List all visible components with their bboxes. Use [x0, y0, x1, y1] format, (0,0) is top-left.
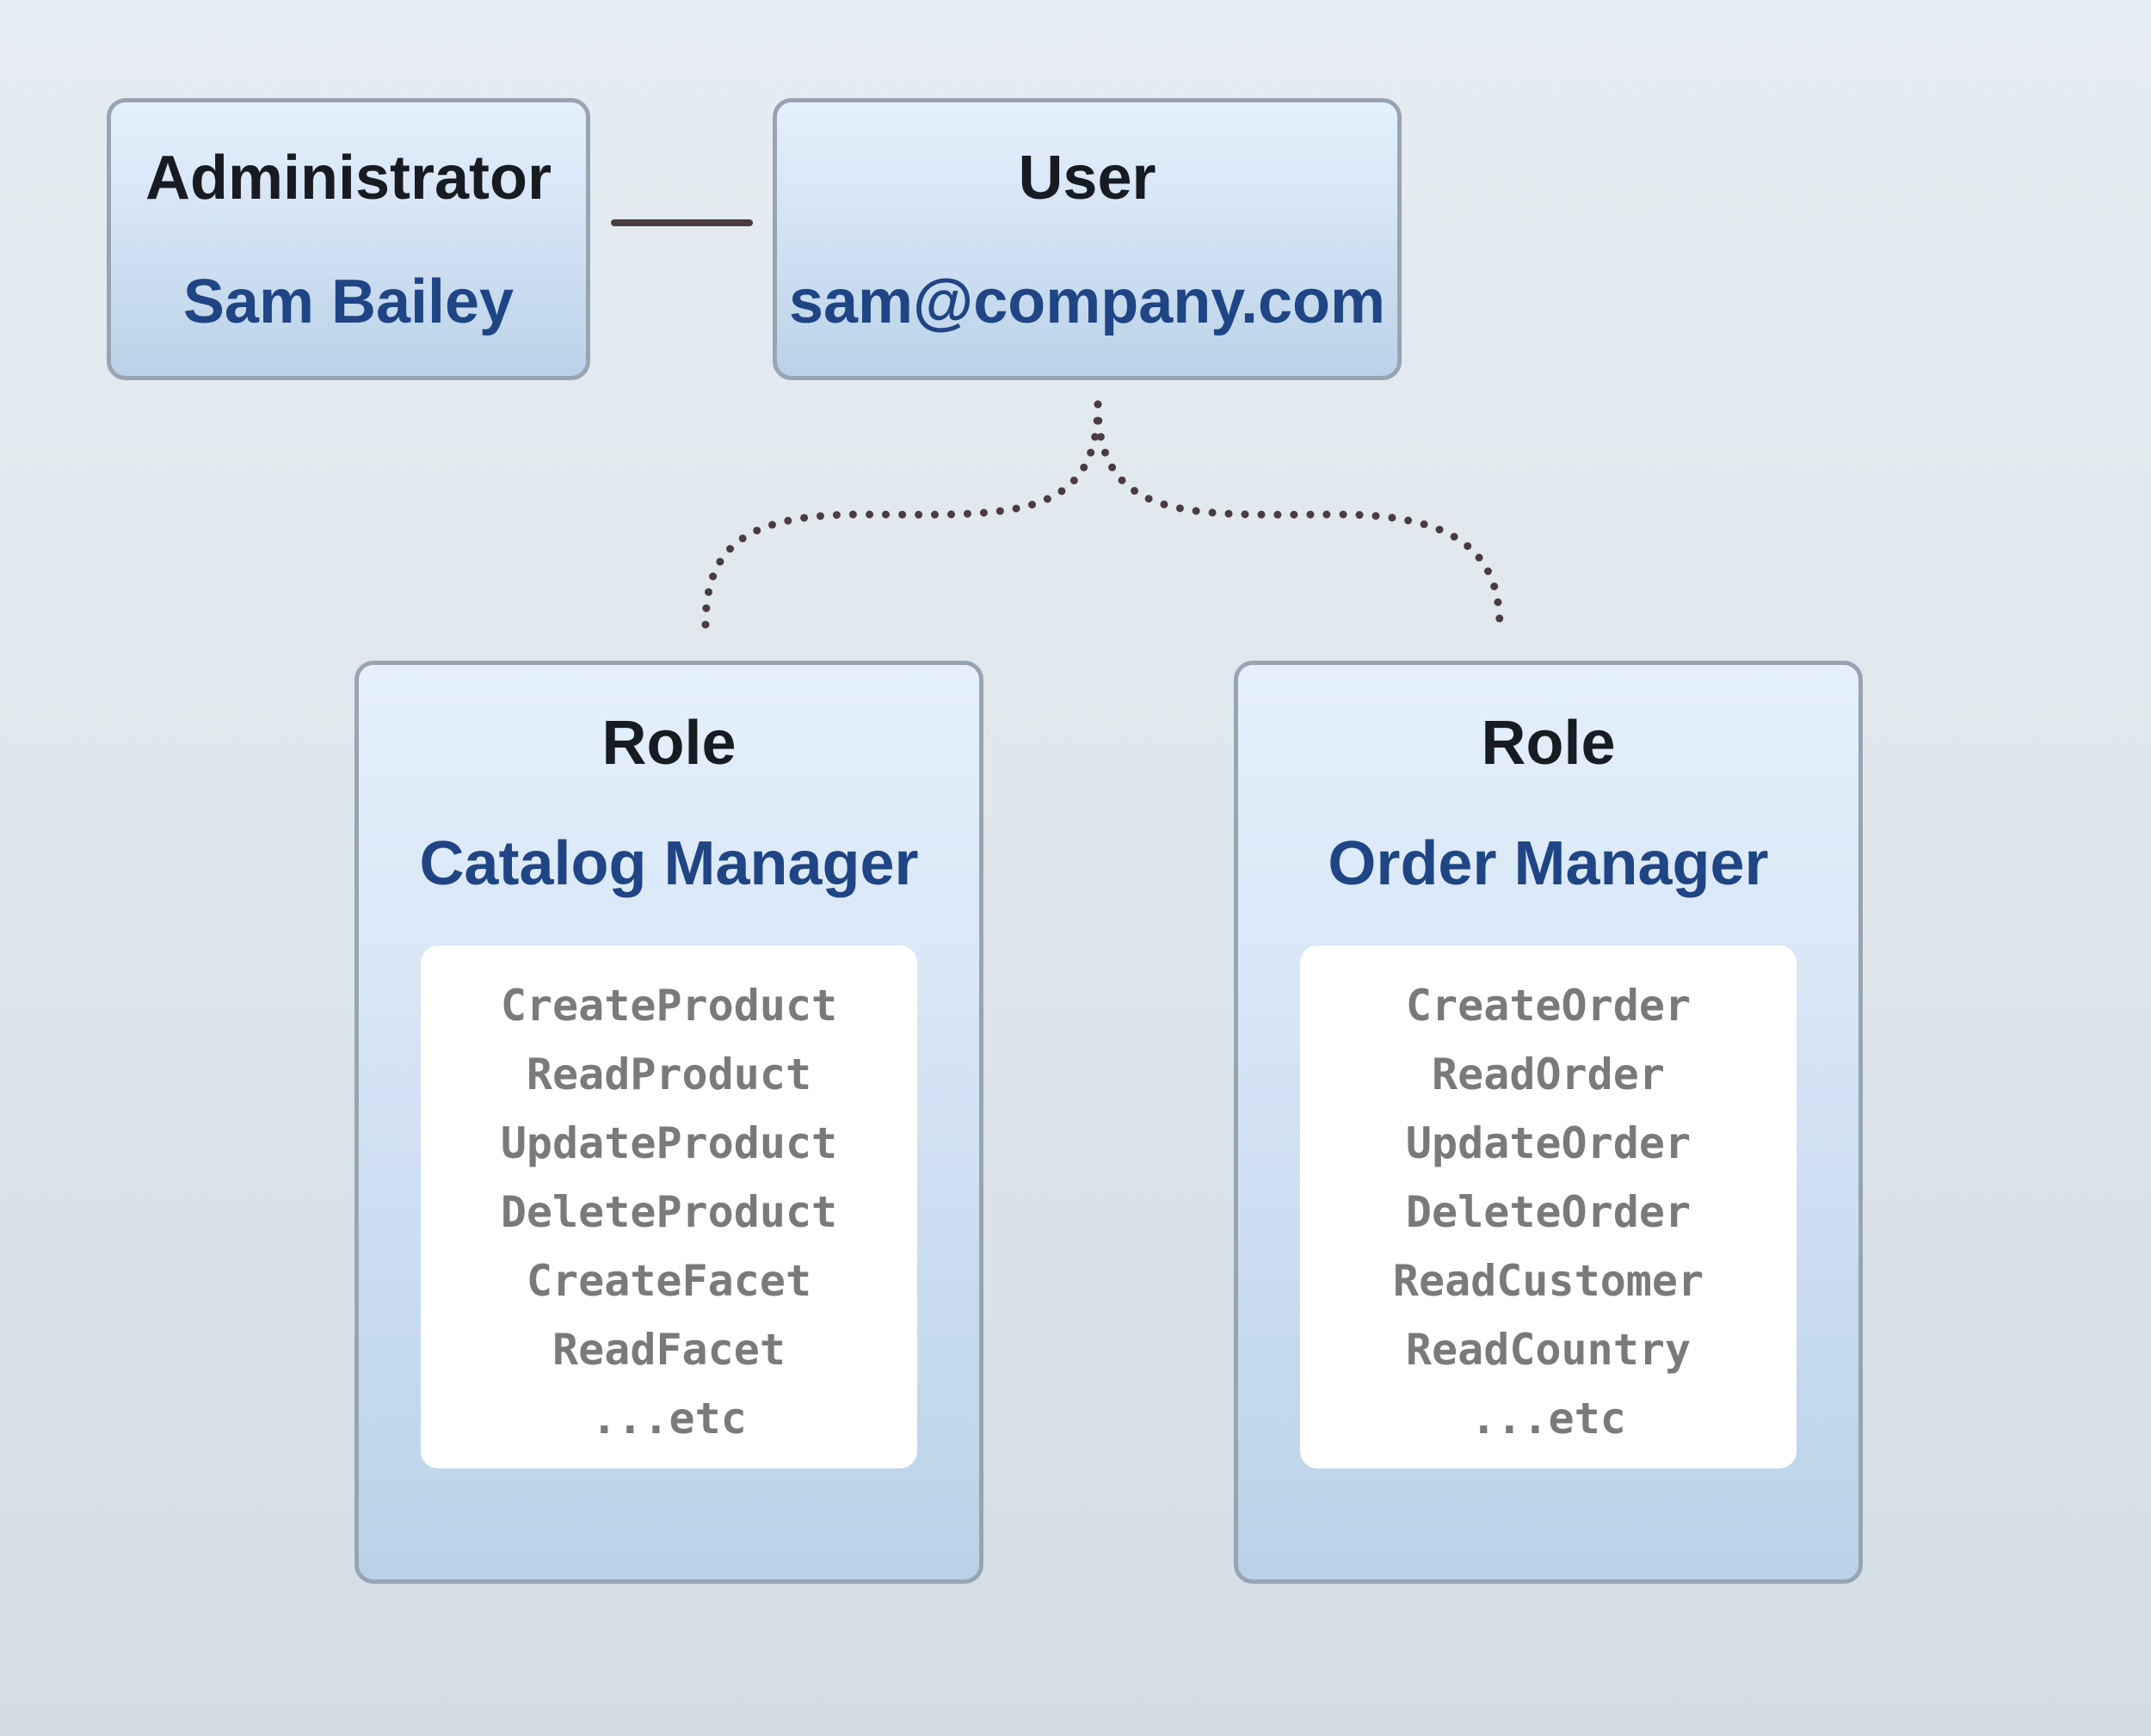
- user-role2-link: [1094, 400, 1504, 631]
- permission-item: ReadCountry: [1405, 1325, 1692, 1375]
- permission-item: ReadOrder: [1432, 1050, 1665, 1099]
- permission-item: CreateProduct: [500, 981, 838, 1031]
- user-role1-link: [701, 400, 1102, 631]
- permission-item: ReadFacet: [552, 1325, 786, 1375]
- permission-item: DeleteProduct: [500, 1187, 838, 1237]
- role-name: Order Manager: [1328, 829, 1769, 898]
- permission-item: ...etc: [1470, 1394, 1626, 1444]
- administrator-box: Administrator Sam Bailey: [107, 98, 590, 380]
- permission-item: DeleteOrder: [1405, 1187, 1692, 1237]
- role-type-label: Role: [601, 709, 737, 778]
- permission-item: UpdateProduct: [500, 1118, 838, 1168]
- permission-list: CreateOrder ReadOrder UpdateOrder Delete…: [1300, 945, 1797, 1468]
- role-box-catalog-manager: Role Catalog Manager CreateProduct ReadP…: [354, 661, 983, 1584]
- user-type-label: User: [1018, 144, 1156, 212]
- role-type-label: Role: [1481, 709, 1616, 778]
- permission-item: CreateOrder: [1405, 981, 1692, 1031]
- user-box: User sam@company.com: [773, 98, 1402, 380]
- permission-item: CreateFacet: [526, 1256, 812, 1306]
- permission-item: ReadProduct: [526, 1050, 812, 1099]
- permission-item: UpdateOrder: [1405, 1118, 1692, 1168]
- user-email: sam@company.com: [788, 268, 1386, 336]
- permission-item: ReadCustomer: [1392, 1256, 1704, 1306]
- role-box-order-manager: Role Order Manager CreateOrder ReadOrder…: [1234, 661, 1863, 1584]
- administrator-type-label: Administrator: [145, 144, 552, 212]
- role-name: Catalog Manager: [419, 829, 919, 898]
- permission-item: ...etc: [591, 1394, 747, 1444]
- permission-list: CreateProduct ReadProduct UpdateProduct …: [421, 945, 917, 1468]
- administrator-name: Sam Bailey: [182, 268, 515, 336]
